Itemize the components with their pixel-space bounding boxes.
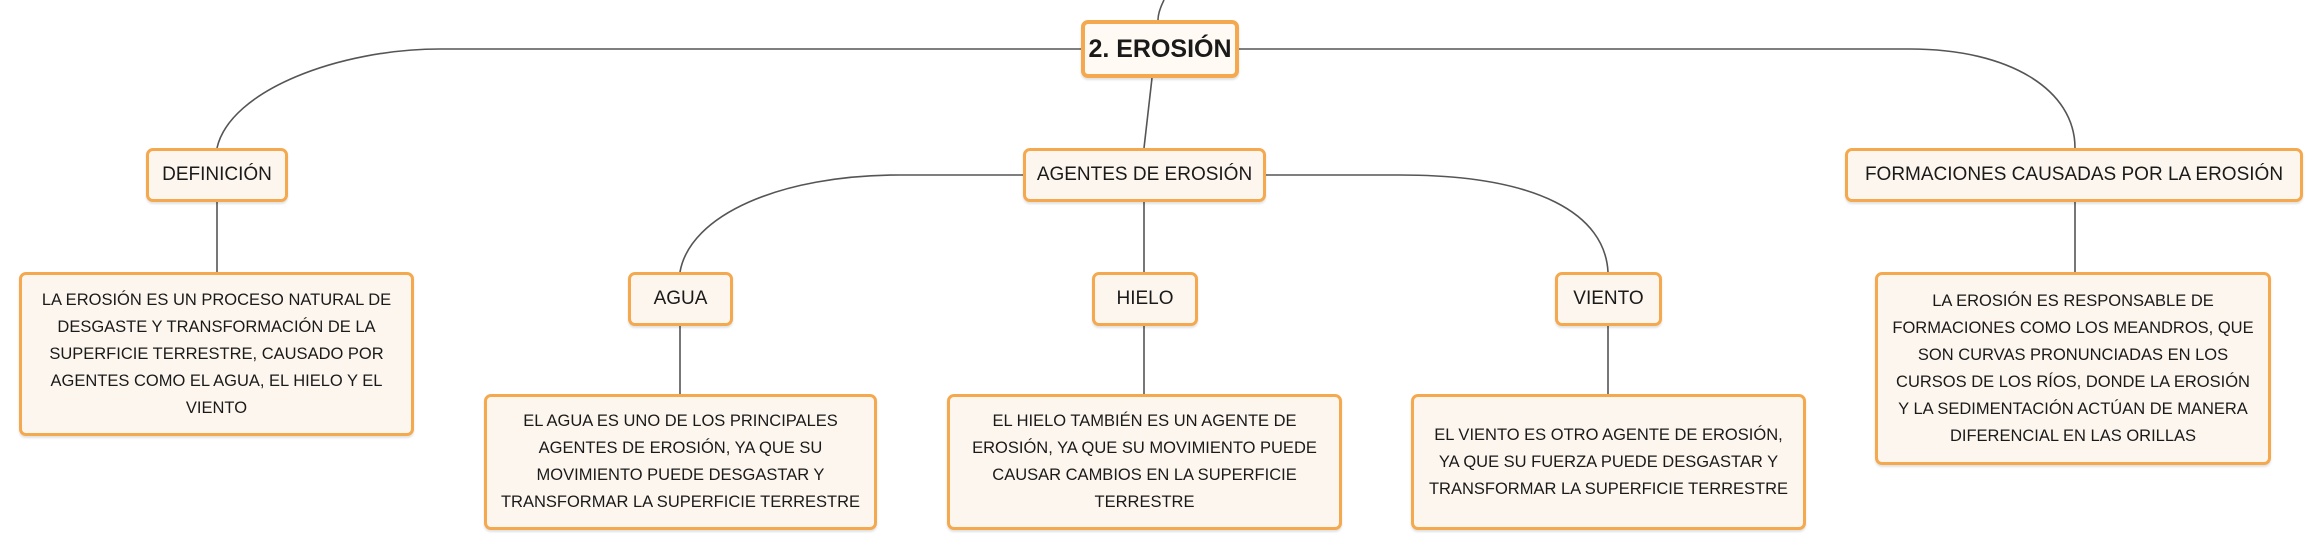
formaciones-text-node[interactable]: LA EROSIÓN ES RESPONSABLE DE FORMACIONES… xyxy=(1875,272,2271,465)
agua-node[interactable]: AGUA xyxy=(628,272,733,326)
connector-agentes-agua xyxy=(679,174,1023,273)
agentes-node[interactable]: AGENTES DE EROSIÓN xyxy=(1023,148,1266,202)
formaciones-label: FORMACIONES CAUSADAS POR LA EROSIÓN xyxy=(1864,164,2284,185)
viento-label: VIENTO xyxy=(1573,288,1644,309)
agua-text-node[interactable]: EL AGUA ES UNO DE LOS PRINCIPALES AGENTE… xyxy=(484,394,877,530)
definicion-text-node[interactable]: LA EROSIÓN ES UN PROCESO NATURAL DE DESG… xyxy=(19,272,414,436)
connector-root-formaciones xyxy=(1239,48,2076,149)
connector-root-definicion xyxy=(216,48,1087,149)
agentes-label: AGENTES DE EROSIÓN xyxy=(1036,164,1253,185)
formaciones-node[interactable]: FORMACIONES CAUSADAS POR LA EROSIÓN xyxy=(1845,148,2303,202)
hielo-label: HIELO xyxy=(1116,288,1174,309)
definicion-label: DEFINICIÓN xyxy=(162,164,272,185)
agua-label: AGUA xyxy=(653,288,708,309)
connector-root-agentes xyxy=(1143,77,1153,149)
viento-text: EL VIENTO ES OTRO AGENTE DE EROSIÓN, YA … xyxy=(1428,425,1789,498)
agua-text: EL AGUA ES UNO DE LOS PRINCIPALES AGENTE… xyxy=(500,412,861,511)
hielo-node[interactable]: HIELO xyxy=(1092,272,1198,326)
formaciones-text: LA EROSIÓN ES RESPONSABLE DE FORMACIONES… xyxy=(1892,291,2254,445)
hielo-text: EL HIELO TAMBIÉN ES UN AGENTE DE EROSIÓN… xyxy=(972,412,1317,511)
root-node[interactable]: 2. EROSIÓN xyxy=(1081,20,1239,78)
viento-node[interactable]: VIENTO xyxy=(1555,272,1662,326)
root-label: 2. EROSIÓN xyxy=(1088,34,1232,63)
hielo-text-node[interactable]: EL HIELO TAMBIÉN ES UN AGENTE DE EROSIÓN… xyxy=(947,394,1342,530)
viento-text-node[interactable]: EL VIENTO ES OTRO AGENTE DE EROSIÓN, YA … xyxy=(1411,394,1806,530)
connector-incoming xyxy=(1157,0,1165,21)
connector-agentes-viento xyxy=(1266,174,1609,273)
definicion-text: LA EROSIÓN ES UN PROCESO NATURAL DE DESG… xyxy=(41,290,392,417)
definicion-node[interactable]: DEFINICIÓN xyxy=(146,148,288,202)
